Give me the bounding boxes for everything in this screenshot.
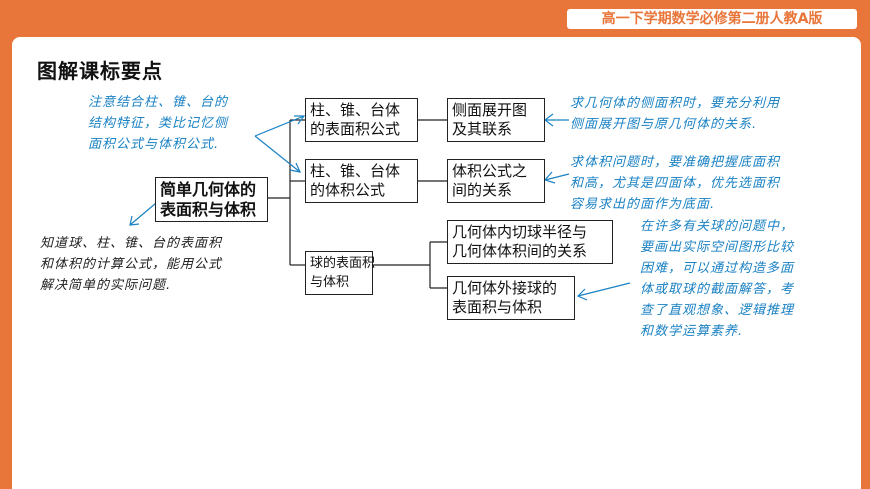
note-right-volume-line: 求体积问题时，要准确把握底面积: [570, 155, 781, 170]
branch-volume-line2: 的体积公式: [310, 181, 386, 199]
branch-surface-area-line1: 柱、锥、台体: [310, 101, 401, 119]
leaf-circumscribed-sphere-line2: 表面积与体积: [452, 298, 543, 316]
note-bottom-left-line: 和体积的计算公式，能用公式: [40, 257, 223, 272]
note-right-volume-line: 容易求出的面作为底面.: [570, 197, 716, 212]
root-node: 简单几何体的 表面积与体积: [155, 177, 268, 222]
note-right-sphere: 在许多有关球的问题中， 要画出实际空间图形比较 困难，可以通过构造多面 体或取球…: [640, 216, 794, 342]
course-badge: 高一下学期数学必修第二册人教A版: [567, 9, 857, 29]
note-right-lateral-line: 求几何体的侧面积时，要充分利用: [570, 96, 781, 111]
note-right-sphere-line: 要画出实际空间图形比较: [640, 240, 795, 255]
leaf-volume-relation: 体积公式之 间的关系: [447, 159, 545, 203]
root-node-line2: 表面积与体积: [160, 200, 257, 219]
branch-sphere-line2: 与体积: [310, 275, 350, 290]
note-right-volume-line: 和高，尤其是四面体，优先选面积: [570, 176, 781, 191]
note-top-left-line: 结构特征，类比记忆侧: [88, 116, 229, 131]
note-bottom-left-line: 知道球、柱、锥、台的表面积: [40, 236, 223, 251]
note-top-left-line: 面积公式与体积公式.: [88, 137, 220, 152]
leaf-inscribed-sphere: 几何体内切球半径与 几何体体积间的关系: [447, 220, 613, 264]
note-right-sphere-line: 在许多有关球的问题中，: [640, 219, 795, 234]
content-card: [12, 37, 861, 489]
leaf-lateral-unfold: 侧面展开图 及其联系: [447, 98, 545, 142]
page-title: 图解课标要点: [37, 59, 163, 83]
leaf-volume-relation-line2: 间的关系: [452, 181, 513, 199]
leaf-circumscribed-sphere-line1: 几何体外接球的: [452, 279, 558, 297]
note-right-sphere-line: 困难，可以通过构造多面: [640, 261, 795, 276]
root-node-line1: 简单几何体的: [160, 180, 257, 199]
note-right-sphere-line: 查了直观想象、逻辑推理: [640, 303, 795, 318]
leaf-volume-relation-line1: 体积公式之: [452, 162, 528, 180]
branch-sphere-line1: 球的表面积: [310, 256, 376, 271]
branch-volume-line1: 柱、锥、台体: [310, 162, 401, 180]
note-bottom-left: 知道球、柱、锥、台的表面积 和体积的计算公式，能用公式 解决简单的实际问题.: [40, 233, 222, 296]
branch-volume: 柱、锥、台体 的体积公式: [305, 159, 418, 203]
note-right-volume: 求体积问题时，要准确把握底面积 和高，尤其是四面体，优先选面积 容易求出的面作为…: [570, 152, 780, 215]
branch-sphere: 球的表面积 与体积: [305, 251, 376, 295]
note-right-sphere-line: 和数学运算素养.: [640, 324, 744, 339]
leaf-inscribed-sphere-line2: 几何体体积间的关系: [452, 242, 588, 260]
note-top-left: 注意结合柱、锥、台的 结构特征，类比记忆侧 面积公式与体积公式.: [88, 92, 228, 155]
note-bottom-left-line: 解决简单的实际问题.: [40, 278, 172, 293]
branch-surface-area-line2: 的表面积公式: [310, 120, 401, 138]
note-right-lateral-line: 侧面展开图与原几何体的关系.: [570, 117, 758, 132]
note-right-lateral: 求几何体的侧面积时，要充分利用 侧面展开图与原几何体的关系.: [570, 93, 780, 135]
leaf-lateral-unfold-line2: 及其联系: [452, 120, 513, 138]
note-top-left-line: 注意结合柱、锥、台的: [88, 95, 229, 110]
leaf-inscribed-sphere-line1: 几何体内切球半径与: [452, 223, 588, 241]
leaf-circumscribed-sphere: 几何体外接球的 表面积与体积: [447, 276, 575, 320]
branch-surface-area: 柱、锥、台体 的表面积公式: [305, 98, 418, 142]
note-right-sphere-line: 体或取球的截面解答，考: [640, 282, 795, 297]
leaf-lateral-unfold-line1: 侧面展开图: [452, 101, 528, 119]
